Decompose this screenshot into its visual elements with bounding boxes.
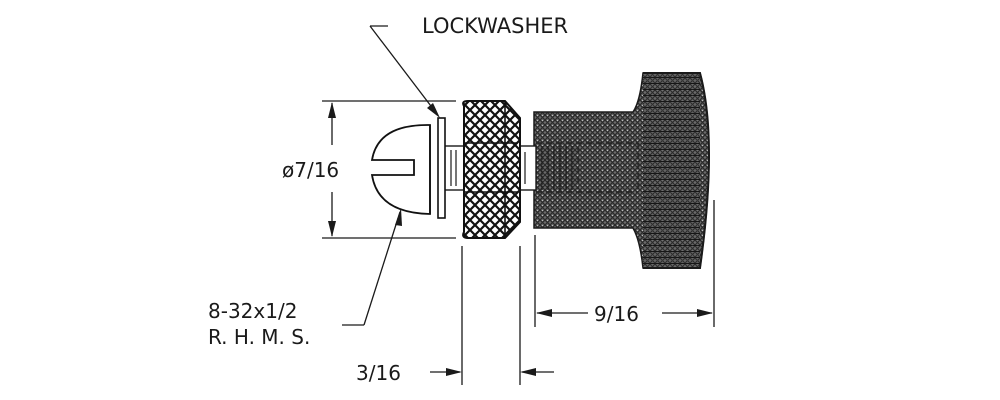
screw-spec-line1: 8-32x1/2 [208, 299, 297, 323]
screw-spec-line2: R. H. M. S. [208, 325, 310, 349]
screw-head [370, 124, 431, 215]
arrow-up-icon [328, 102, 336, 118]
knob-grip-ribs [643, 73, 700, 268]
nut-thickness-dimension: 3/16 [356, 246, 554, 385]
nut-thickness-label: 3/16 [356, 361, 401, 385]
arrow-down-icon [328, 221, 336, 237]
lockwasher-callout: LOCKWASHER [369, 14, 568, 118]
knob-length-label: 9/16 [594, 302, 639, 326]
diameter-dimension: ø7/16 [282, 100, 456, 239]
knurled-nut [462, 100, 521, 239]
knob-grip-outline [643, 72, 710, 269]
knob-internal-thread-hidden [536, 142, 639, 193]
screw-spec-callout: 8-32x1/2 R. H. M. S. [208, 208, 402, 349]
arrow-icon [395, 208, 402, 226]
lockwasher-label: LOCKWASHER [422, 14, 568, 38]
arrow-right-icon [697, 309, 713, 317]
knob [533, 72, 710, 269]
diameter-label: ø7/16 [282, 158, 339, 182]
arrow-left-icon [520, 368, 536, 376]
arrow-icon [427, 103, 440, 118]
lockwasher [437, 117, 446, 219]
arrow-left-icon [536, 309, 552, 317]
knob-thread-lines [541, 146, 573, 190]
knob-length-dimension: 9/16 [534, 200, 715, 327]
arrow-right-icon [446, 368, 462, 376]
